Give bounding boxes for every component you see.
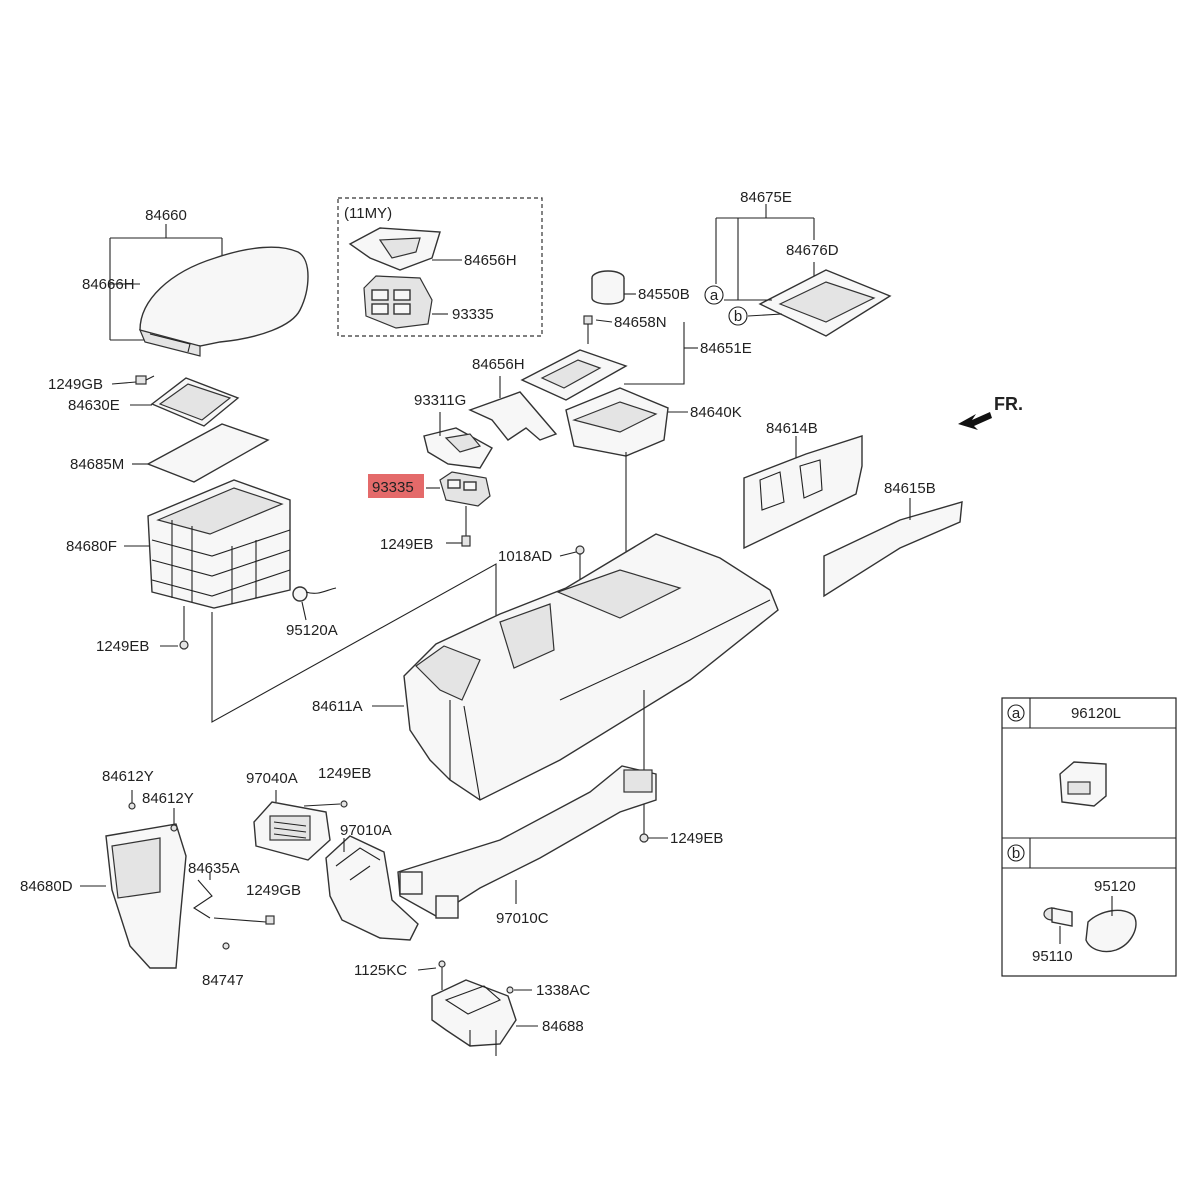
inset-part-96120l: 96120L	[1071, 705, 1121, 722]
label-84656h-option: 84656H	[464, 252, 517, 269]
armrest-group	[109, 224, 309, 357]
shifter-bezel-84651e	[520, 349, 628, 401]
bracket-84635a	[192, 872, 275, 950]
tray-84630e	[130, 377, 240, 427]
label-84680f: 84680F	[66, 538, 117, 555]
label-84611a: 84611A	[312, 698, 363, 715]
inset-marker-a: a	[1012, 705, 1021, 722]
label-84630e: 84630E	[68, 397, 120, 414]
label-84550b: 84550B	[638, 286, 690, 303]
svg-text:b: b	[734, 308, 742, 325]
label-97010a: 97010A	[340, 822, 392, 839]
label-93335-highlighted: 93335	[372, 479, 414, 496]
label-84747: 84747	[202, 972, 244, 989]
armrest-lid	[139, 246, 309, 347]
label-1249eb-vent: 1249EB	[318, 765, 371, 782]
inset-marker-b: b	[1012, 845, 1020, 862]
vent-97040a	[253, 790, 348, 861]
label-93335-option: 93335	[452, 306, 494, 323]
label-95120a: 95120A	[286, 622, 338, 639]
label-84635a: 84635A	[188, 860, 240, 877]
label-1249gb-lower: 1249GB	[246, 882, 301, 899]
label-84685m: 84685M	[70, 456, 124, 473]
label-1125kc: 1125KC	[354, 962, 407, 979]
side-panel-84614b	[743, 435, 863, 550]
option-group-11my	[337, 197, 543, 337]
label-84656h: 84656H	[472, 356, 525, 373]
side-panel-84615b	[823, 498, 963, 598]
inset-part-95120: 95120	[1094, 878, 1136, 895]
rear-cover-84680d	[80, 790, 187, 969]
label-97010c: 97010C	[496, 910, 549, 927]
label-84660: 84660	[145, 207, 187, 224]
label-84680d: 84680D	[20, 878, 73, 895]
label-84612y-a: 84612Y	[102, 768, 154, 785]
duct-97010c	[397, 765, 657, 919]
bracket-84688	[417, 960, 538, 1056]
label-84640k: 84640K	[690, 404, 742, 421]
svg-text:a: a	[710, 287, 719, 304]
usb-jack-96120l	[1059, 761, 1107, 807]
label-97040a: 97040A	[246, 770, 298, 787]
front-direction-arrow: FR.	[958, 394, 1023, 430]
label-11my: (11MY)	[344, 205, 392, 222]
screw-1249eb-duct	[639, 833, 668, 843]
clip-84658n	[583, 315, 698, 385]
label-84666h: 84666H	[82, 276, 135, 293]
duct-97010a	[325, 835, 419, 941]
label-84614b: 84614B	[766, 420, 818, 437]
label-1249eb-duct: 1249EB	[670, 830, 723, 847]
label-84651e: 84651E	[700, 340, 752, 357]
power-socket-assembly	[1043, 896, 1137, 953]
cover-93311g	[423, 412, 493, 469]
screw-1018ad	[559, 545, 585, 596]
label-1249eb-center: 1249EB	[380, 536, 433, 553]
svg-text:FR.: FR.	[994, 394, 1023, 414]
callout-b: b	[728, 306, 748, 326]
cup-holder-group	[715, 204, 892, 337]
inset-part-95110: 95110	[1032, 948, 1073, 965]
screw-1249eb-center	[446, 535, 471, 547]
bezel-84656h	[468, 376, 558, 441]
label-84688: 84688	[542, 1018, 584, 1035]
knob-84550b	[591, 270, 636, 305]
highlight-93335	[368, 474, 424, 498]
label-1249gb-upper: 1249GB	[48, 376, 103, 393]
label-1338ac: 1338AC	[536, 982, 590, 999]
console-body-84611a	[372, 533, 779, 834]
screw-1249eb-left	[160, 606, 189, 650]
mat-84685m	[132, 423, 270, 483]
screw-1249gb-upper	[111, 375, 155, 385]
tray-84640k	[565, 387, 688, 610]
part-labels: 84660 84666H 1249GB 84630E 84685M 84680F…	[20, 189, 936, 1035]
label-1249eb-left: 1249EB	[96, 638, 149, 655]
label-84658n: 84658N	[614, 314, 667, 331]
label-93311g: 93311G	[414, 392, 466, 409]
socket-95120a	[292, 586, 337, 621]
inset-table: a 96120L b 95120 95110	[1001, 697, 1177, 977]
switch-93335	[426, 471, 491, 536]
label-84615b: 84615B	[884, 480, 936, 497]
label-1018ad: 1018AD	[498, 548, 552, 565]
label-84676d: 84676D	[786, 242, 839, 259]
storage-bin-84680f	[124, 479, 291, 609]
label-84612y-b: 84612Y	[142, 790, 194, 807]
callout-a: a	[704, 285, 724, 305]
label-84675e: 84675E	[740, 189, 792, 206]
